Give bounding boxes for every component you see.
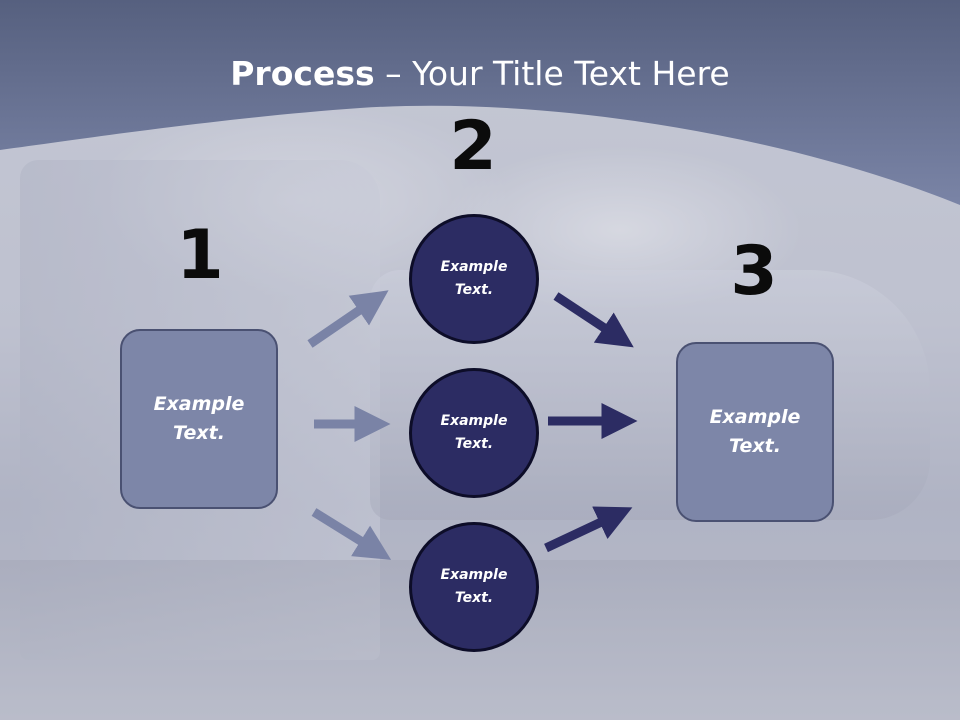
circle-middle-text-line-1: Example [440, 413, 508, 429]
circle-bottom-text-line-1: Example [440, 567, 508, 583]
step-3-text-line-2: Text. [729, 435, 781, 457]
step-number-2: 2 [449, 107, 497, 186]
step-1-box: Example Text. [120, 329, 278, 509]
step-2-circle-top: Example Text. [409, 214, 539, 344]
header-band [0, 0, 960, 205]
circle-bottom-text-line-2: Text. [454, 590, 494, 606]
arrow-circle-top-to-box3 [553, 292, 634, 348]
arrow-box1-to-circle-top [307, 290, 389, 348]
page-title: Process – Your Title Text Here [0, 54, 960, 93]
step-number-1: 1 [176, 216, 224, 295]
arrow-box1-to-circle-bottom [311, 508, 392, 560]
circle-middle-text-line-2: Text. [454, 436, 494, 452]
circle-top-text-line-2: Text. [454, 282, 494, 298]
step-1-text-line-1: Example [153, 393, 245, 415]
step-number-3: 3 [730, 232, 778, 311]
step-1-text-line-2: Text. [173, 422, 225, 444]
step-3-box: Example Text. [676, 342, 834, 522]
arrow-circle-bottom-to-box3 [544, 506, 633, 553]
title-rest: – Your Title Text Here [374, 54, 730, 93]
circle-top-text-line-1: Example [440, 259, 508, 275]
step-3-text-line-1: Example [709, 406, 801, 428]
step-2-circle-bottom: Example Text. [409, 522, 539, 652]
title-bold: Process [230, 54, 375, 93]
step-2-circle-middle: Example Text. [409, 368, 539, 498]
